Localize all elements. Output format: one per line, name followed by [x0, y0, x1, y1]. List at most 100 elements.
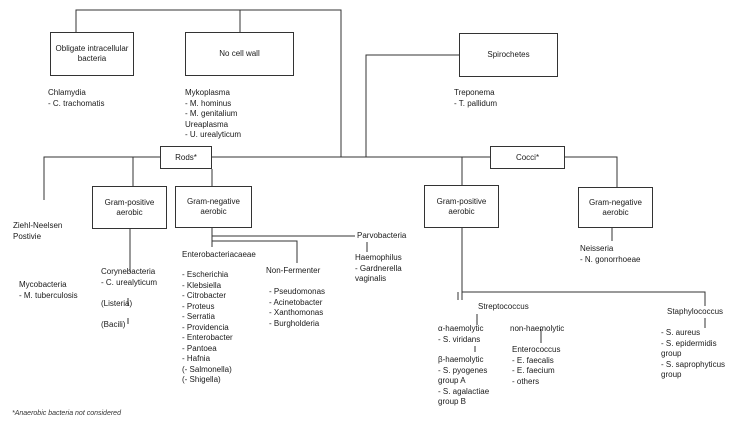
staphylococcus-text: Staphylococcus — [667, 307, 723, 318]
text-line: - Serratia — [182, 312, 215, 321]
text-line: Ureaplasma — [185, 119, 229, 129]
beta-haemolytic-text: β-haemolytic- S. pyogenes group A- S. ag… — [438, 355, 489, 408]
haemophilus-text: Haemophilus- Gardnerella vaginalis — [355, 253, 402, 285]
streptococcus-text: Streptococcus — [478, 302, 529, 313]
non-haemolytic-text: non-haemolytic — [510, 324, 564, 335]
rods-box: Rods* — [160, 146, 212, 169]
text-line: - M. hominus — [185, 98, 232, 108]
text-line: β-haemolytic — [438, 355, 484, 364]
obligate-label: Obligate intracellular bacteria — [55, 44, 129, 63]
text-line: - Klebsiella — [182, 280, 222, 290]
mycobacteria-text: Mycobacteria- M. tuberculosis — [19, 280, 78, 301]
cocci-gram-positive-box: Gram-positive aerobic — [424, 185, 499, 228]
text-line: - Gardnerella — [355, 263, 402, 273]
text-line: non-haemolytic — [510, 324, 565, 333]
rods-label: Rods* — [175, 152, 197, 162]
obligate-box: Obligate intracellular bacteria — [50, 32, 134, 76]
text-line: (Bacili) — [101, 319, 126, 329]
rods-gram-positive-label: Gram-positive aerobic — [104, 197, 155, 217]
text-line: - Pantoea — [182, 343, 217, 353]
text-line: Corynebacteria — [101, 267, 156, 276]
cocci-gram-positive-label: Gram-positive aerobic — [436, 196, 487, 216]
cocci-gram-negative-label: Gram-negative aerobic — [589, 197, 642, 217]
text-line: - Providencia — [182, 322, 229, 332]
text-line: - Escherichia — [182, 270, 229, 279]
text-line: - Citrobacter — [182, 291, 227, 300]
text-line — [101, 288, 157, 299]
text-line: - N. gonorrhoeae — [580, 254, 641, 264]
text-line: - Burgholderia — [269, 318, 320, 328]
text-line: Mykoplasma — [185, 88, 230, 97]
rods-gram-positive-box: Gram-positive aerobic — [92, 186, 167, 229]
text-line: - Enterobacter — [182, 333, 233, 342]
text-line: Chlamydia — [48, 88, 86, 97]
text-line: - C. trachomatis — [48, 98, 105, 108]
text-line: - S. pyogenes — [438, 365, 488, 375]
text-line: Mycobacteria — [19, 280, 67, 289]
text-line — [101, 309, 157, 320]
text-line: Postivie — [13, 231, 42, 241]
text-line: Parvobacteria — [357, 231, 407, 240]
text-line: Treponema — [454, 88, 495, 97]
text-line: Streptococcus — [478, 302, 529, 311]
alpha-haemolytic-text: α-haemolytic- S. viridans — [438, 324, 484, 345]
non-fermenter-heading: Non-Fermenter — [266, 266, 320, 277]
enterococcus-text: Enterococcus- E. faecalis- E. faecium- o… — [512, 345, 560, 387]
text-line: - Acinetobacter — [269, 297, 323, 307]
text-line: - S. saprophyticus — [661, 359, 726, 369]
text-line: - C. urealyticum — [101, 277, 158, 287]
enterobacteriaceae-heading: Enterobacteriacaeae — [182, 250, 256, 261]
chlamydia-text: Chlamydia- C. trachomatis — [48, 88, 104, 109]
cocci-label: Cocci* — [515, 152, 540, 162]
text-line: group — [661, 349, 682, 358]
cocci-gram-negative-box: Gram-negative aerobic — [578, 187, 653, 228]
text-line: - U. urealyticum — [185, 130, 242, 139]
text-line: - Proteus — [182, 301, 215, 311]
text-line: Staphylococcus — [667, 307, 724, 316]
text-line: - S. epidermidis — [661, 338, 717, 348]
treponema-text: Treponema- T. pallidum — [454, 88, 497, 109]
rods-gram-negative-box: Gram-negative aerobic — [175, 186, 252, 228]
text-line: group B — [438, 397, 467, 406]
neisseria-text: Neisseria- N. gonorrhoeae — [580, 244, 640, 265]
staphylococcus-list: - S. aureus- S. epidermidis group- S. sa… — [661, 328, 725, 381]
text-line: - S. viridans — [438, 334, 481, 344]
text-line: Enterobacteriacaeae — [182, 250, 256, 259]
rods-gram-negative-label: Gram-negative aerobic — [187, 197, 240, 216]
non-fermenter-list: - Pseudomonas- Acinetobacter- Xanthomona… — [269, 287, 325, 329]
text-line: group A — [438, 376, 466, 385]
text-line: Enterococcus — [512, 345, 561, 354]
text-line: (Listeria) — [101, 298, 133, 308]
spirochetes-label: Spirochetes — [487, 50, 530, 59]
text-line: - Pseudomonas — [269, 287, 326, 296]
text-line: Haemophilus — [355, 253, 402, 262]
footnote: *Anaerobic bacteria not considered — [12, 410, 121, 417]
no-cell-wall-label: No cell wall — [219, 49, 260, 58]
text-line: group — [661, 370, 682, 379]
text-line: Ziehl-Neelsen — [13, 221, 63, 230]
cocci-box: Cocci* — [490, 146, 565, 169]
spirochetes-box: Spirochetes — [459, 33, 558, 77]
parvobacteria-text: Parvobacteria — [357, 231, 406, 242]
text-line: - T. pallidum — [454, 98, 497, 108]
text-line: - others — [512, 376, 540, 386]
text-line: - M. genitalium — [185, 109, 238, 118]
text-line: - Xanthomonas — [269, 308, 324, 317]
text-line: α-haemolytic — [438, 324, 484, 333]
text-line: - E. faecalis — [512, 355, 554, 365]
text-line: - S. aureus — [661, 328, 701, 337]
enterobacteriaceae-list: - Escherichia- Klebsiella- Citrobacter- … — [182, 270, 233, 386]
text-line: vaginalis — [355, 274, 387, 283]
text-line: - Hafnia — [182, 354, 211, 363]
text-line: (- Shigella) — [182, 375, 221, 384]
text-line: - M. tuberculosis — [19, 290, 78, 300]
no-cell-wall-box: No cell wall — [185, 32, 294, 76]
text-line: (- Salmonella) — [182, 364, 232, 374]
text-line: Neisseria — [580, 244, 614, 253]
corynebacteria-text: Corynebacteria- C. urealyticum (Listeria… — [101, 267, 157, 330]
text-line: - S. agalactiae — [438, 386, 490, 396]
